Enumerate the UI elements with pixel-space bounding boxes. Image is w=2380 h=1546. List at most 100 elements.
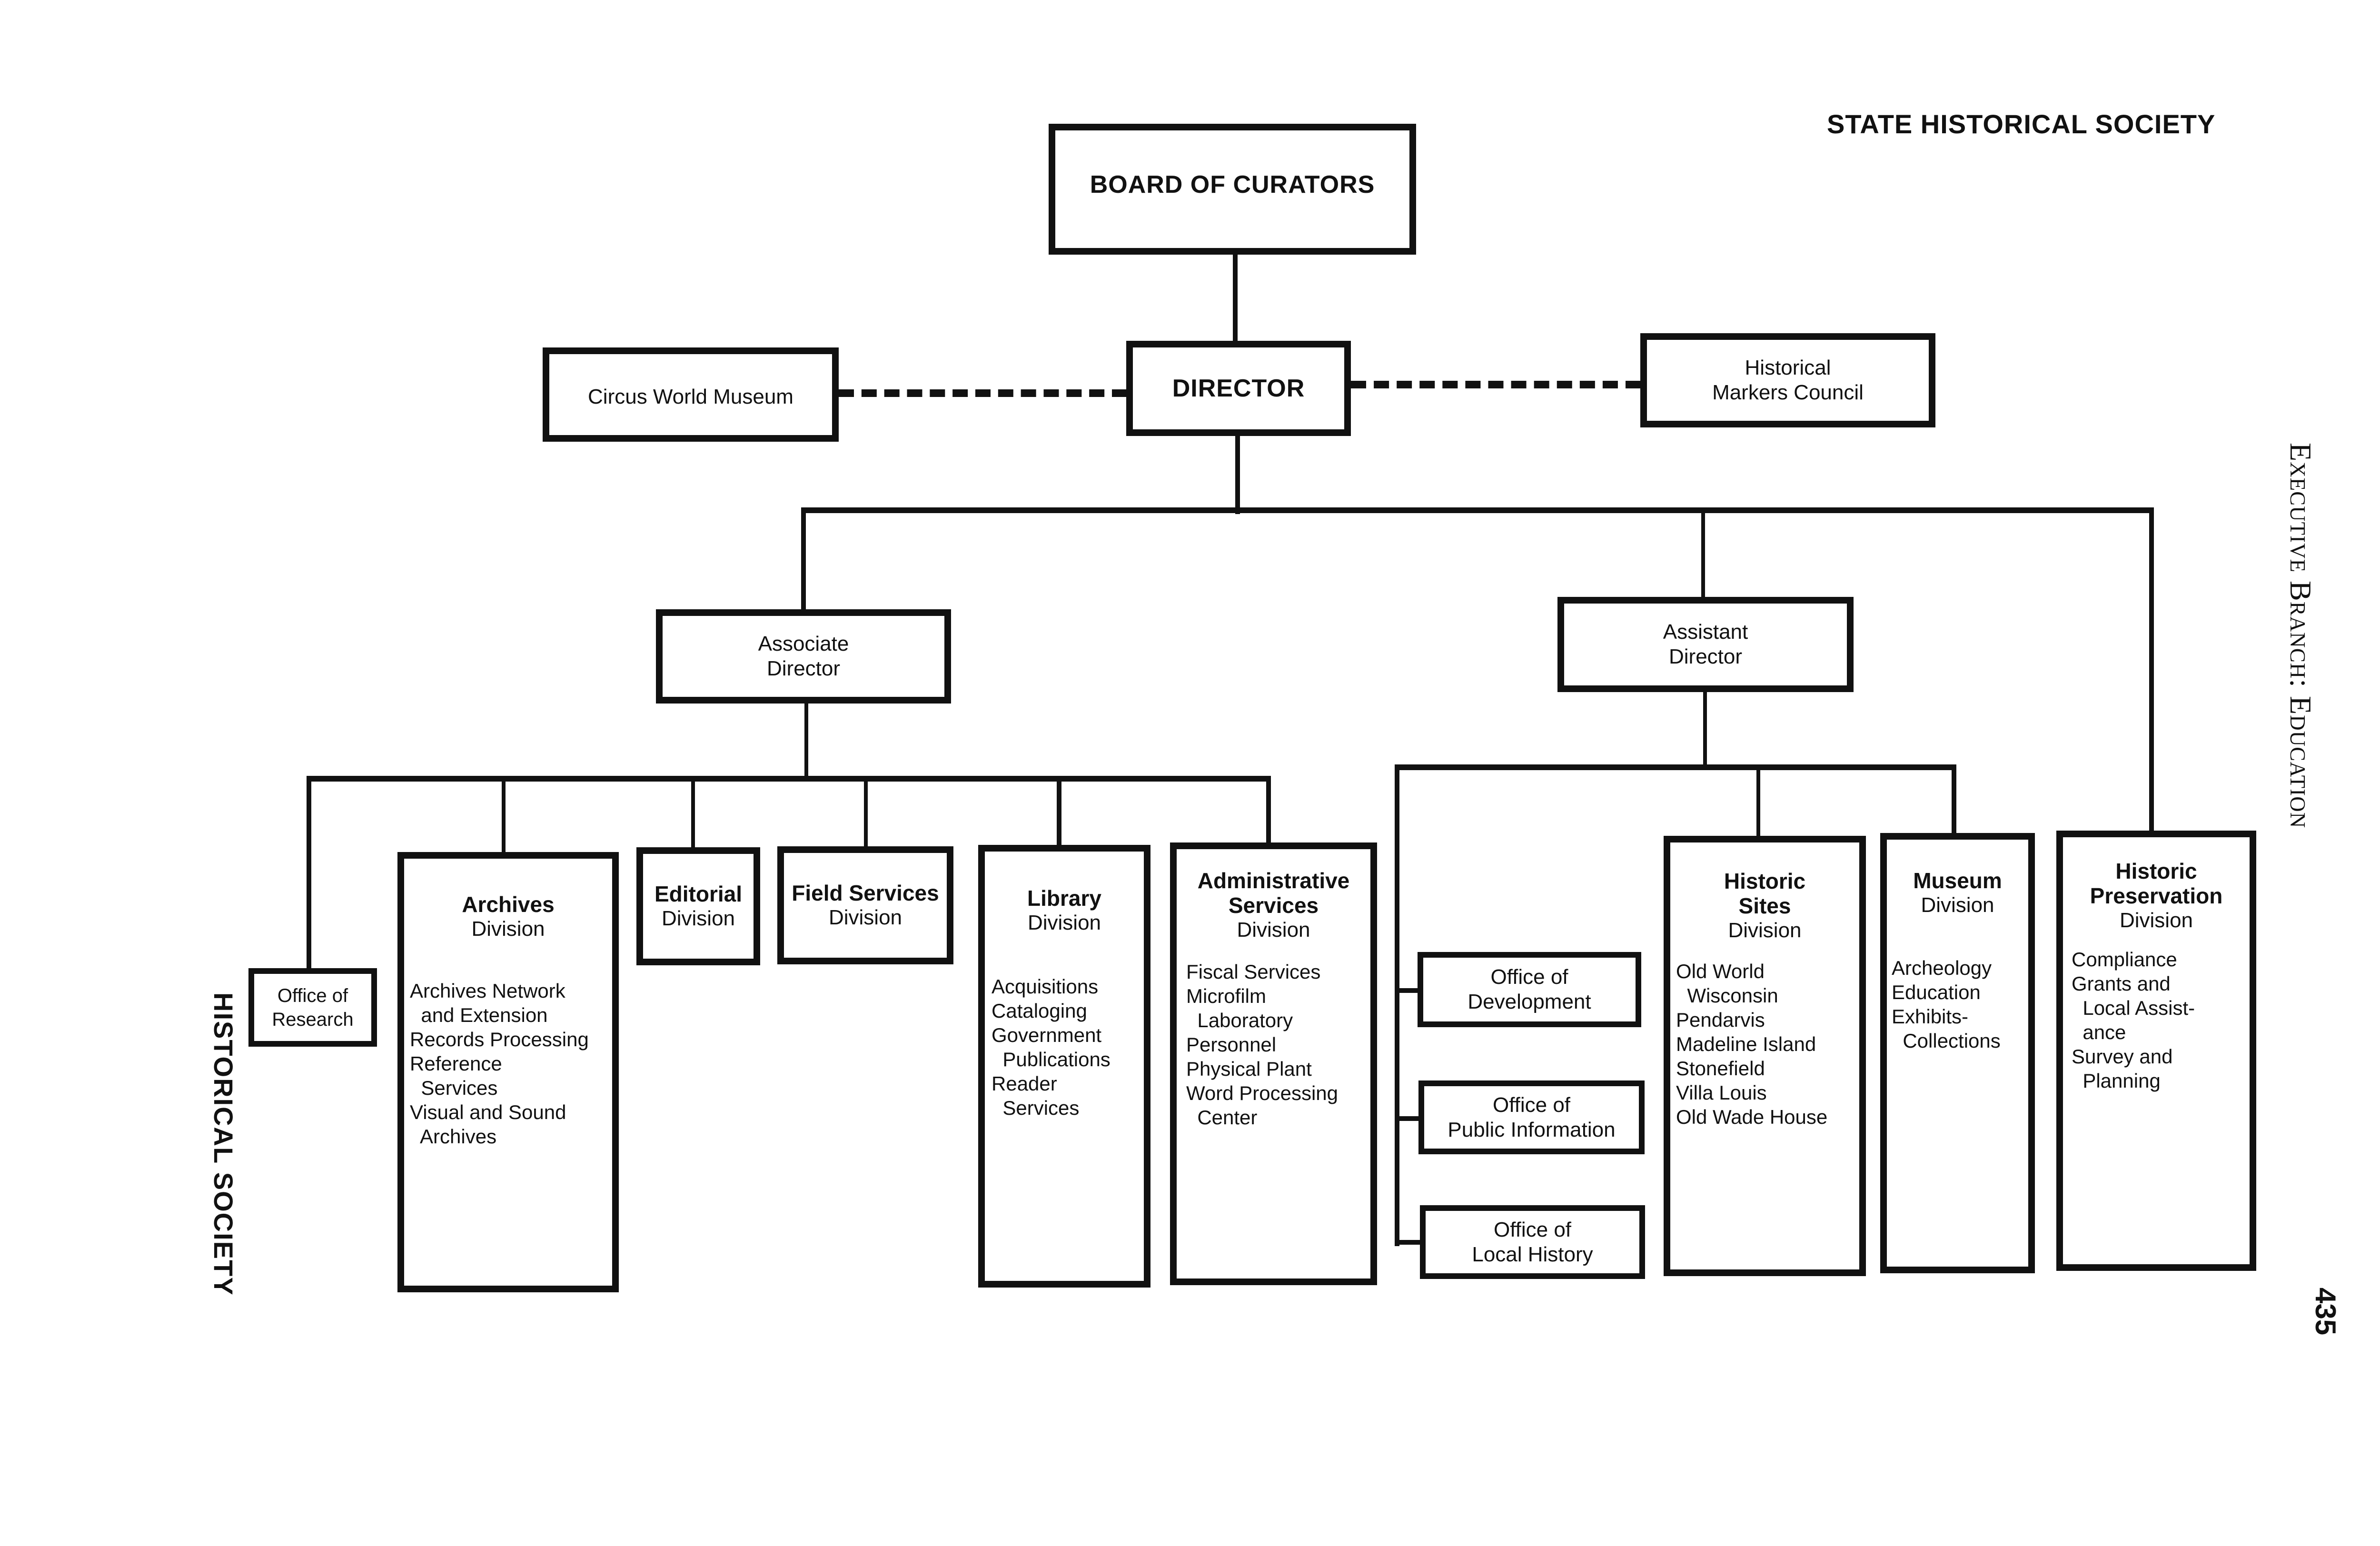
- label-line: Development: [1468, 990, 1591, 1013]
- historical-markers-council-label: Historical Markers Council: [1647, 356, 1929, 405]
- list-item: Planning: [2072, 1070, 2161, 1092]
- connector-director-down: [1235, 433, 1240, 514]
- tick-development: [1397, 988, 1421, 993]
- list-item: Wisconsin: [1676, 984, 1778, 1007]
- list-item: Word Processing: [1186, 1082, 1339, 1104]
- connector-to-assistant: [1701, 509, 1705, 600]
- offices-spine: [1395, 765, 1399, 1246]
- director-label: DIRECTOR: [1172, 375, 1305, 402]
- connector-board-director: [1233, 252, 1238, 345]
- list-item: Collections: [1892, 1030, 2001, 1052]
- administrative-services-title: Administrative: [1197, 868, 1350, 893]
- library-division-items: Acquisitions Cataloging Government Publi…: [985, 974, 1144, 1120]
- list-item: Old Wade House: [1676, 1106, 1828, 1128]
- archives-division-sub: Division: [471, 917, 545, 941]
- associate-director-box[interactable]: Associate Director: [656, 609, 951, 704]
- list-item: Cataloging: [992, 1000, 1087, 1022]
- assistant-director-box[interactable]: Assistant Director: [1557, 597, 1854, 692]
- list-item: Madeline Island: [1676, 1033, 1816, 1055]
- historic-sites-title: Historic: [1724, 869, 1806, 893]
- editorial-division-box[interactable]: Editorial Division: [636, 847, 760, 965]
- drop-field-services: [864, 779, 868, 848]
- list-item: Archives: [410, 1125, 497, 1148]
- list-item: and Extension: [410, 1004, 548, 1026]
- list-item: Visual and Sound: [410, 1101, 566, 1123]
- list-item: Grants and: [2072, 972, 2171, 995]
- list-item: Services: [410, 1077, 498, 1099]
- office-of-local-history-box[interactable]: Office of Local History: [1420, 1205, 1645, 1279]
- list-item: Education: [1892, 981, 1981, 1003]
- page-header: STATE HISTORICAL SOCIETY: [1827, 109, 2216, 139]
- field-services-division-box[interactable]: Field Services Division: [777, 846, 953, 964]
- museum-division-sub: Division: [1921, 893, 1994, 917]
- label-line: Assistant: [1663, 620, 1748, 644]
- historic-sites-division-box[interactable]: Historic Sites Division Old World Wiscon…: [1664, 836, 1866, 1276]
- label-line: Office of: [277, 985, 348, 1006]
- historical-markers-council-box[interactable]: Historical Markers Council: [1640, 333, 1935, 427]
- drop-archives: [502, 779, 506, 855]
- connector-assistant-down: [1703, 689, 1707, 766]
- drop-editorial: [691, 779, 695, 850]
- director-box[interactable]: DIRECTOR: [1126, 341, 1351, 436]
- library-division-box[interactable]: Library Division Acquisitions Cataloging…: [978, 845, 1150, 1288]
- administrative-services-division-box[interactable]: Administrative Services Division Fiscal …: [1170, 842, 1377, 1285]
- label-line: Director: [766, 657, 841, 680]
- tick-public-info: [1397, 1116, 1421, 1121]
- administrative-services-items: Fiscal Services Microfilm Laboratory Per…: [1177, 960, 1370, 1130]
- library-division-title: Library: [1027, 886, 1101, 911]
- list-item: Microfilm: [1186, 985, 1266, 1007]
- office-of-development-label: Office of Development: [1423, 965, 1636, 1014]
- list-item: Records Processing: [410, 1028, 589, 1050]
- list-item: Government: [992, 1024, 1102, 1046]
- office-of-local-history-label: Office of Local History: [1426, 1218, 1639, 1267]
- office-of-public-information-box[interactable]: Office of Public Information: [1418, 1080, 1645, 1154]
- running-head: Executive Branch: Education: [2283, 443, 2318, 828]
- field-services-division-title: Field Services: [792, 881, 939, 905]
- museum-division-box[interactable]: Museum Division Archeology Education Exh…: [1880, 833, 2035, 1273]
- drop-library: [1057, 777, 1061, 848]
- historic-sites-title-line2: Sites: [1738, 893, 1791, 918]
- associate-director-label: Associate Director: [663, 632, 944, 681]
- label-line: Office of: [1490, 965, 1568, 989]
- list-item: Pendarvis: [1676, 1009, 1765, 1031]
- connector-to-preservation: [2149, 507, 2154, 833]
- board-of-curators-box[interactable]: BOARD OF CURATORS: [1049, 124, 1416, 255]
- list-item: Physical Plant: [1186, 1058, 1312, 1080]
- list-item: Laboratory: [1186, 1009, 1293, 1031]
- board-of-curators-label: BOARD OF CURATORS: [1090, 170, 1375, 198]
- side-label: HISTORICAL SOCIETY: [208, 992, 238, 1296]
- list-item: Acquisitions: [992, 975, 1099, 998]
- assistant-bus: [1395, 764, 1956, 770]
- label-line: Historical: [1745, 356, 1831, 379]
- office-of-public-information-label: Office of Public Information: [1424, 1093, 1639, 1142]
- top-bus: [801, 507, 2154, 513]
- label-line: Local History: [1472, 1242, 1593, 1266]
- list-item: Local Assist-: [2072, 997, 2195, 1019]
- circus-world-museum-box[interactable]: Circus World Museum: [543, 347, 839, 442]
- label-line: Markers Council: [1712, 381, 1864, 404]
- office-of-research-box[interactable]: Office of Research: [248, 968, 377, 1047]
- label-line: Office of: [1493, 1218, 1572, 1241]
- label-line: Director: [1668, 645, 1743, 668]
- running-head-text: Executive Branch: Education: [2284, 443, 2318, 829]
- drop-research: [307, 779, 311, 969]
- list-item: Center: [1186, 1106, 1258, 1129]
- tick-local-history: [1397, 1240, 1421, 1245]
- dashed-link-circus: [839, 389, 1127, 397]
- historic-preservation-division-box[interactable]: Historic Preservation Division Complianc…: [2056, 831, 2256, 1271]
- list-item: Survey and: [2072, 1045, 2173, 1068]
- editorial-division-title: Editorial: [654, 882, 743, 906]
- editorial-division-sub: Division: [661, 907, 735, 930]
- list-item: Personnel: [1186, 1033, 1277, 1056]
- label-line: Office of: [1492, 1093, 1571, 1117]
- historic-preservation-items: Compliance Grants and Local Assist- ance…: [2063, 947, 2250, 1093]
- archives-division-items: Archives Network and Extension Records P…: [404, 979, 612, 1149]
- archives-division-box[interactable]: Archives Division Archives Network and E…: [397, 852, 619, 1292]
- office-of-development-box[interactable]: Office of Development: [1418, 952, 1641, 1027]
- museum-division-title: Museum: [1913, 868, 2002, 893]
- list-item: Archeology: [1892, 957, 1992, 979]
- list-item: Archives Network: [410, 980, 565, 1002]
- historic-sites-sub: Division: [1728, 919, 1802, 942]
- drop-historic-sites: [1756, 765, 1760, 839]
- field-services-division-sub: Division: [828, 906, 902, 929]
